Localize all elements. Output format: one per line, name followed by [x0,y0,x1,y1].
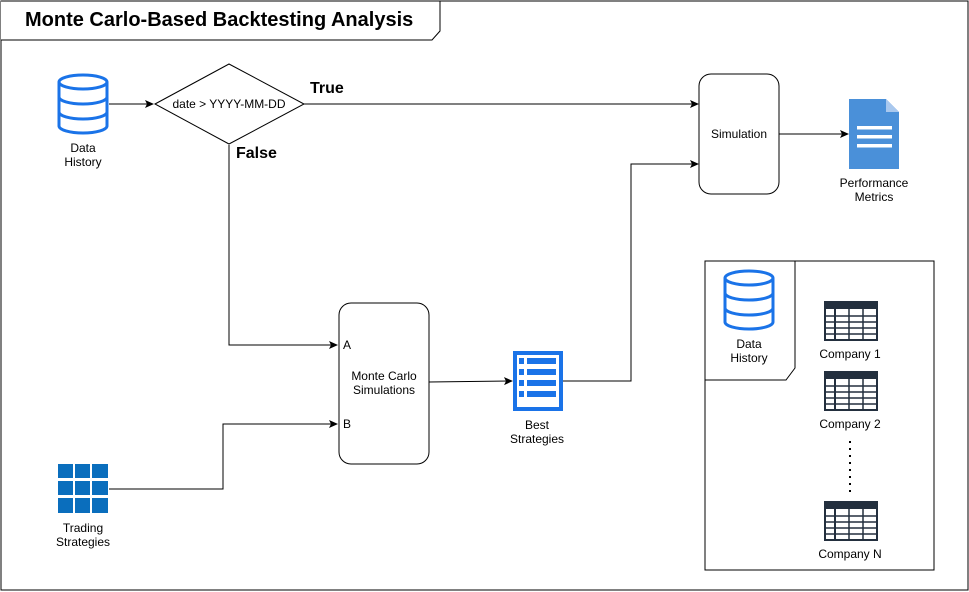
false-label: False [236,145,277,162]
simulation-label: Simulation [710,127,768,141]
document-icon [849,99,899,169]
table-icon [824,371,878,411]
edge-false-to-montecarlo [228,145,338,349]
trading-strategies-label: Trading Strategies [55,521,111,549]
page-title: Monte Carlo-Based Backtesting Analysis [25,9,414,31]
monte-carlo-label: Monte Carlo Simulations [351,369,417,397]
table-icon [824,501,878,541]
edge-montecarlo-to-best [428,377,513,386]
company-label: Company 2 [819,417,881,431]
legend-tab [705,261,796,381]
legend-data-history-label: Data History [730,337,768,365]
port-b-label: B [343,417,352,431]
company-label: Company 1 [819,347,881,361]
database-icon [57,73,109,135]
true-label: True [310,80,344,97]
condition-diamond [153,63,306,145]
monte-carlo-box [338,302,430,465]
legend-frame [704,260,935,571]
edge-best-to-simulation [563,160,699,382]
list-icon [513,351,563,411]
table-icon [824,301,878,341]
simulation-box [698,73,780,195]
port-a-label: A [343,338,352,352]
title-tab [1,0,441,41]
best-strategies-label: Best Strategies [509,418,565,446]
edge-strategies-to-montecarlo [109,420,338,490]
legend-database-icon [723,269,775,331]
performance-metrics-label: Performance Metrics [839,176,909,204]
condition-label: date > YYYY-MM-DD [172,97,286,111]
company-label: Company N [818,547,882,561]
grid-icon [58,464,108,513]
data-history-label: Data History [64,141,102,169]
